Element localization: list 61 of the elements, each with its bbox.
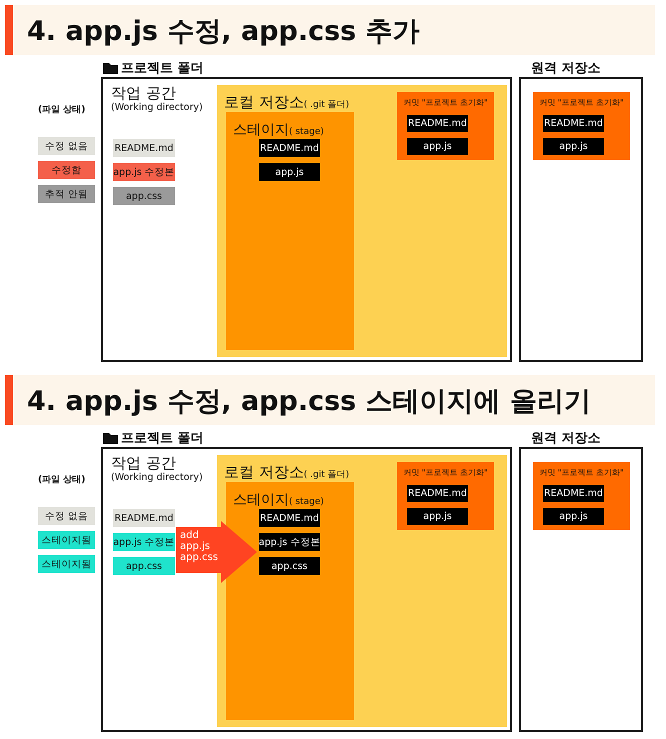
label-text: (파일 상태) (38, 104, 86, 116)
commit-panel (397, 92, 494, 160)
edge-label: add app.js app.css (180, 530, 219, 563)
page-title: 4. app.js 수정, app.css 스테이지에 올리기 (27, 385, 592, 419)
file-tag: app.js 수정본 (113, 533, 175, 551)
section-subheading: (Working directory) (111, 472, 203, 483)
box-heading: 프로젝트 폴더 (121, 430, 204, 447)
file-tag: app.js 수정본 (113, 163, 175, 181)
box-heading: 원격 저장소 (531, 430, 601, 447)
file-tag: app.js (407, 508, 468, 525)
status-tag: 수정 없음 (38, 507, 95, 525)
file-tag: README.md (407, 485, 468, 502)
status-tag: 스테이지됨 (38, 555, 95, 573)
box-heading: 커밋 "프로젝트 초기화" (402, 467, 489, 478)
box-subheading: ( .git 폴더) (304, 470, 350, 480)
commit-panel (397, 462, 494, 530)
file-tag: README.md (259, 509, 320, 527)
commit-panel (533, 462, 630, 530)
title-banner (5, 5, 655, 55)
local-repository-panel (217, 455, 507, 727)
status-tag: 스테이지됨 (38, 531, 95, 549)
commit-panel (533, 92, 630, 160)
stage-panel (226, 112, 354, 350)
box-subheading: ( stage) (289, 497, 324, 507)
file-tag: app.css (259, 557, 320, 575)
box-heading: 커밋 "프로젝트 초기화" (538, 97, 625, 108)
box-heading: 커밋 "프로젝트 초기화" (402, 97, 489, 108)
section-subheading: (Working directory) (111, 102, 203, 113)
file-tag: app.js (543, 138, 604, 155)
status-tag: 추적 안됨 (38, 185, 95, 203)
title-banner (5, 375, 655, 425)
section-heading: 작업 공간 (111, 84, 176, 102)
block-arrow (176, 521, 257, 583)
box-heading: 스테이지 (233, 492, 289, 508)
file-tag: README.md (543, 115, 604, 132)
file-tag: app.js 수정본 (259, 533, 320, 551)
status-tag: 수정함 (38, 161, 95, 179)
file-tag: app.css (113, 557, 175, 575)
file-tag: README.md (259, 139, 320, 157)
box-heading: 커밋 "프로젝트 초기화" (538, 467, 625, 478)
box-heading: 원격 저장소 (531, 60, 601, 77)
file-tag: README.md (113, 139, 175, 157)
box-heading: 로컬 저장소 (224, 463, 304, 481)
file-tag: README.md (113, 509, 175, 527)
file-tag: app.css (113, 187, 175, 205)
box-heading: 스테이지 (233, 122, 289, 138)
box-subheading: ( .git 폴더) (304, 100, 350, 110)
page-title: 4. app.js 수정, app.css 추가 (27, 15, 420, 49)
file-tag: app.js (259, 163, 320, 181)
box-subheading: ( stage) (289, 127, 324, 137)
stage-panel (226, 482, 354, 720)
box-heading: 로컬 저장소 (224, 93, 304, 111)
file-tag: README.md (543, 485, 604, 502)
file-tag: README.md (407, 115, 468, 132)
label-text: (파일 상태) (38, 474, 86, 486)
section-heading: 작업 공간 (111, 454, 176, 472)
status-tag: 수정 없음 (38, 137, 95, 155)
local-repository-panel (217, 85, 507, 357)
box-heading: 프로젝트 폴더 (121, 60, 204, 77)
file-tag: app.js (543, 508, 604, 525)
file-tag: app.js (407, 138, 468, 155)
